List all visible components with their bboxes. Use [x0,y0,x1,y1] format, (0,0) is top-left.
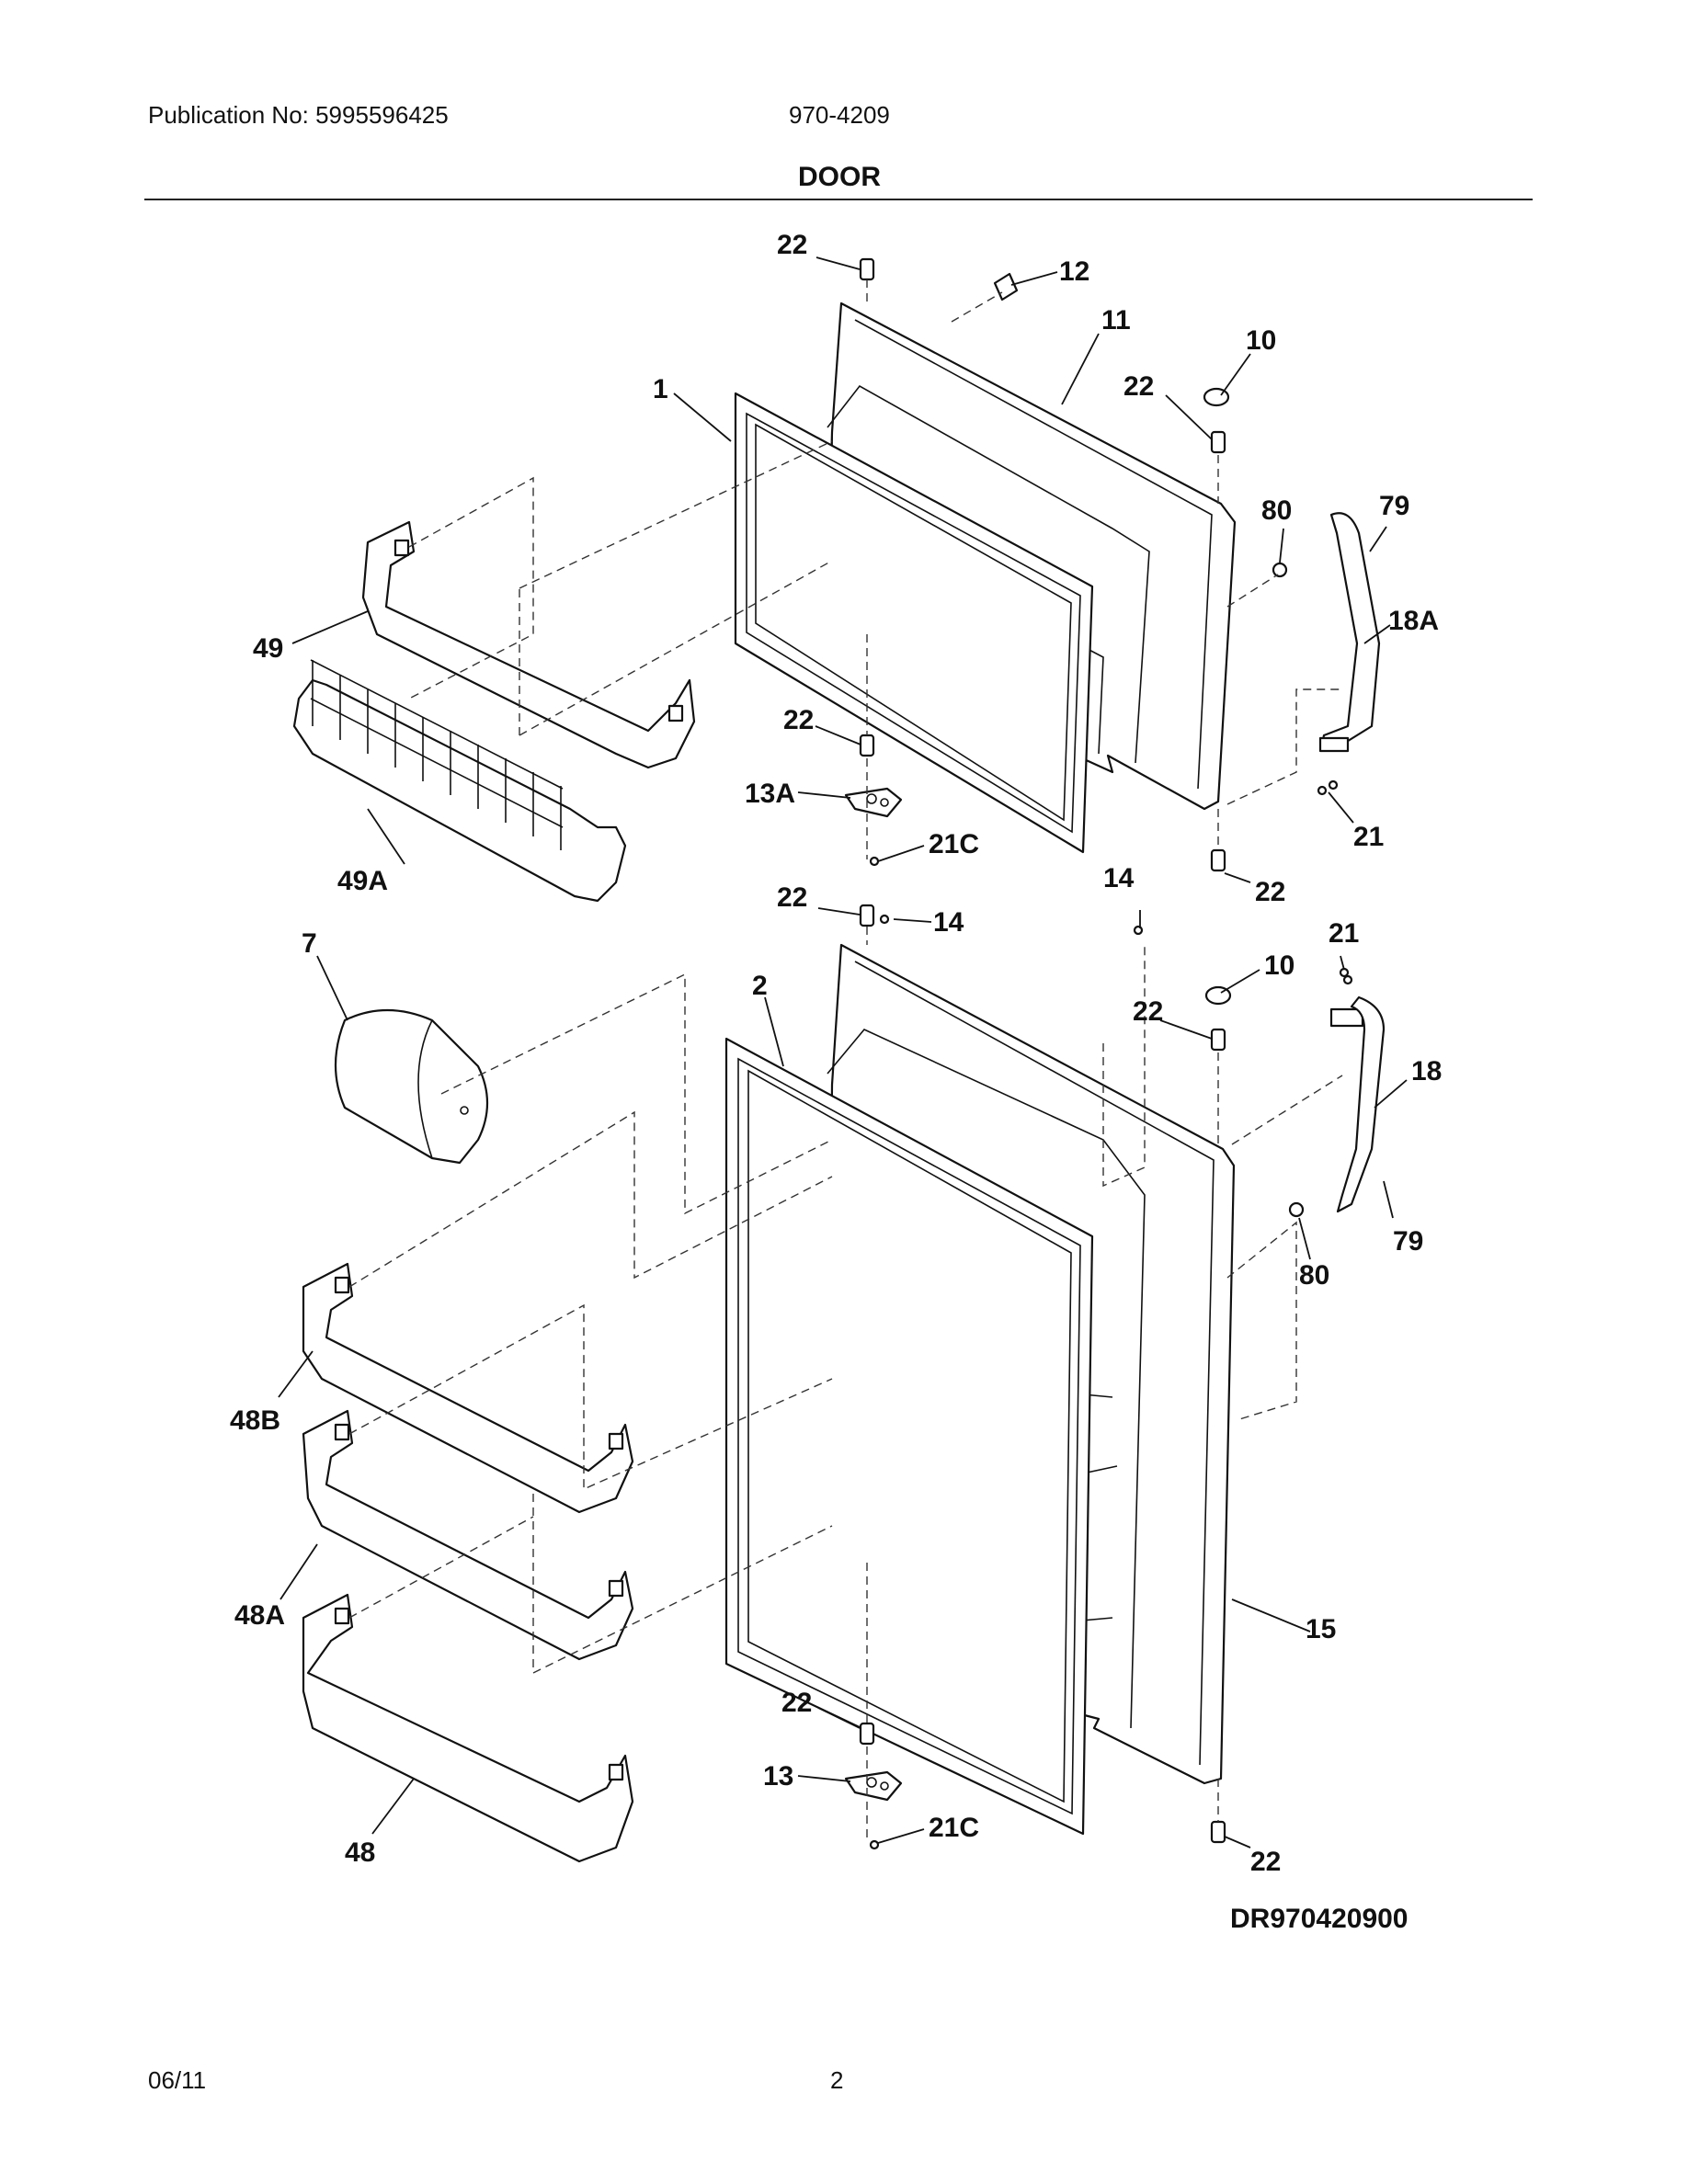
leader-lines [278,256,1408,1848]
callout-11: 11 [1101,305,1131,336]
callout-1: 1 [653,374,668,404]
callout-22: 22 [777,230,807,260]
callout-22: 22 [1255,877,1285,907]
footer-date: 06/11 [148,2066,207,2094]
callout-79: 79 [1379,491,1409,521]
callout-48a: 48A [234,1600,285,1631]
callout-22: 22 [1133,996,1163,1027]
section-title: DOOR [798,162,881,192]
shelf-48 [302,1593,634,1863]
callout-22: 22 [783,705,814,735]
cover-7 [334,1008,489,1165]
callout-22: 22 [781,1688,812,1718]
shelf-49 [361,520,696,769]
callout-14: 14 [1103,863,1135,893]
fresh-food-handle-18 [1329,995,1386,1213]
callout-13: 13 [763,1761,793,1792]
assembly-lines [348,279,1343,1838]
callout-21: 21 [1353,822,1384,852]
shelf-48b [302,1262,634,1514]
freezer-hinge-13a [844,787,903,818]
callout-22: 22 [1250,1847,1281,1877]
fresh-food-hinge-13 [844,1770,903,1802]
callout-2: 2 [752,971,768,1001]
basket-49a [292,659,627,903]
callout-79: 79 [1393,1226,1423,1257]
publication-number: Publication No: 5995596425 [148,101,449,129]
callout-48b: 48B [230,1405,280,1436]
page-number: 2 [830,2066,844,2094]
callout-80: 80 [1261,495,1292,526]
callout-21c: 21C [929,829,979,859]
drawing-id: DR970420900 [1230,1904,1409,1934]
callout-21: 21 [1329,918,1359,949]
model-number: 970-4209 [789,101,890,129]
callout-22: 22 [777,882,807,913]
callout-49: 49 [253,633,283,664]
callout-48: 48 [345,1837,375,1868]
callout-labels: 22 12 11 10 22 1 80 79 18A 49 22 13A 21C… [230,230,1442,1877]
callout-7: 7 [302,928,317,959]
callout-21c: 21C [929,1813,979,1843]
header-rule [144,199,1533,200]
callout-10: 10 [1264,950,1295,981]
callout-13a: 13A [745,779,795,809]
callout-18: 18 [1411,1056,1442,1086]
callout-10: 10 [1246,325,1276,356]
callout-22: 22 [1123,371,1154,402]
freezer-door-gasket [734,392,1094,854]
callout-15: 15 [1306,1614,1336,1644]
callout-14: 14 [933,907,964,938]
callout-49a: 49A [337,866,388,896]
callout-80: 80 [1299,1260,1329,1291]
callout-18a: 18A [1388,606,1439,636]
freezer-handle-18a [1318,512,1381,753]
shelf-48a [302,1409,634,1661]
fresh-food-door-gasket [724,1037,1094,1836]
callout-12: 12 [1059,256,1089,287]
